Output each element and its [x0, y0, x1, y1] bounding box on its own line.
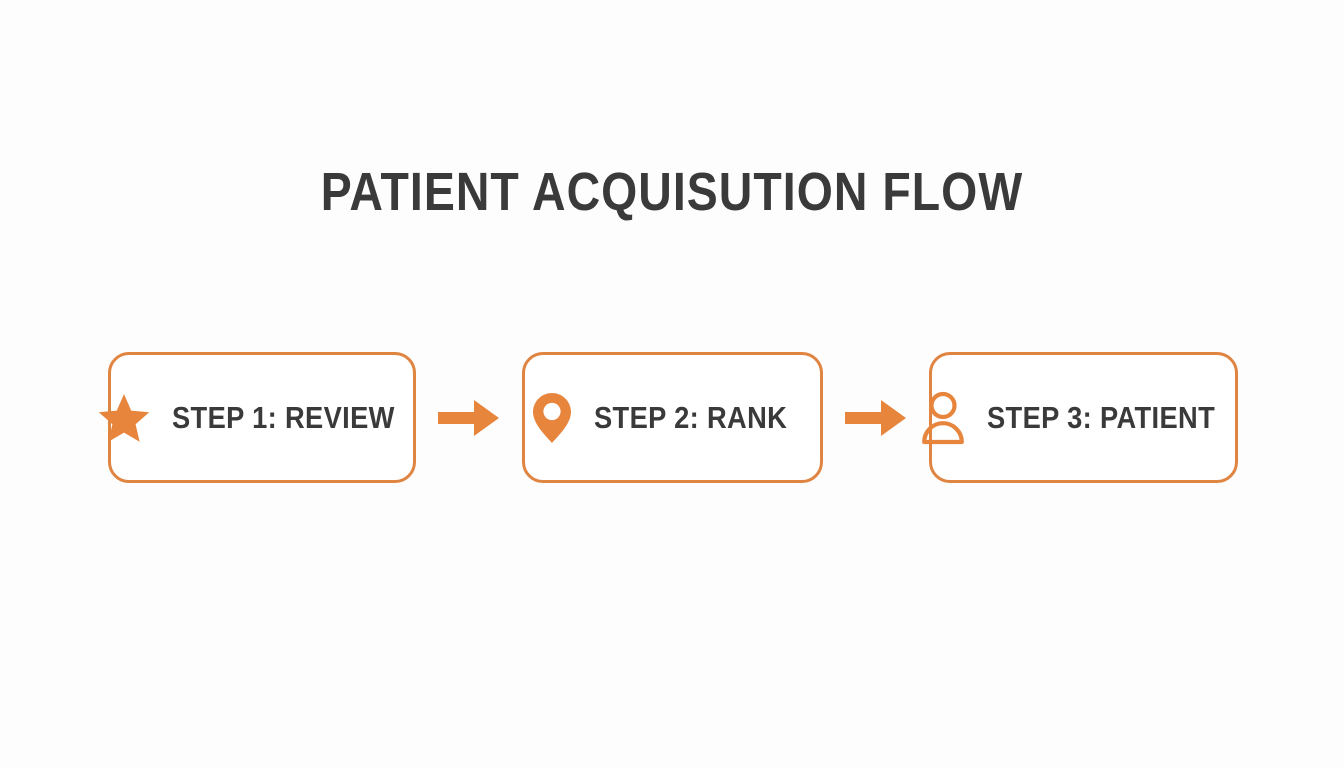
arrow-right-icon — [438, 399, 500, 437]
step-box-1[interactable]: STEP 1: REVIEW — [99, 352, 416, 483]
person-icon — [921, 391, 965, 445]
star-icon — [98, 393, 150, 443]
step-label-1: STEP 1: REVIEW — [172, 399, 396, 435]
step-label-3: STEP 3: PATIENT — [986, 399, 1216, 435]
step-box-3[interactable]: STEP 3: PATIENT — [921, 352, 1238, 483]
step-box-2[interactable]: STEP 2: RANK — [522, 352, 823, 483]
arrow-right-icon — [845, 399, 907, 437]
flow-diagram: STEP 1: REVIEW STEP 2: RANK — [99, 352, 1238, 483]
page-title: PATIENT ACQUISUTION FLOW — [320, 162, 1024, 222]
step-label-2: STEP 2: RANK — [593, 399, 787, 435]
map-pin-icon — [532, 392, 572, 444]
